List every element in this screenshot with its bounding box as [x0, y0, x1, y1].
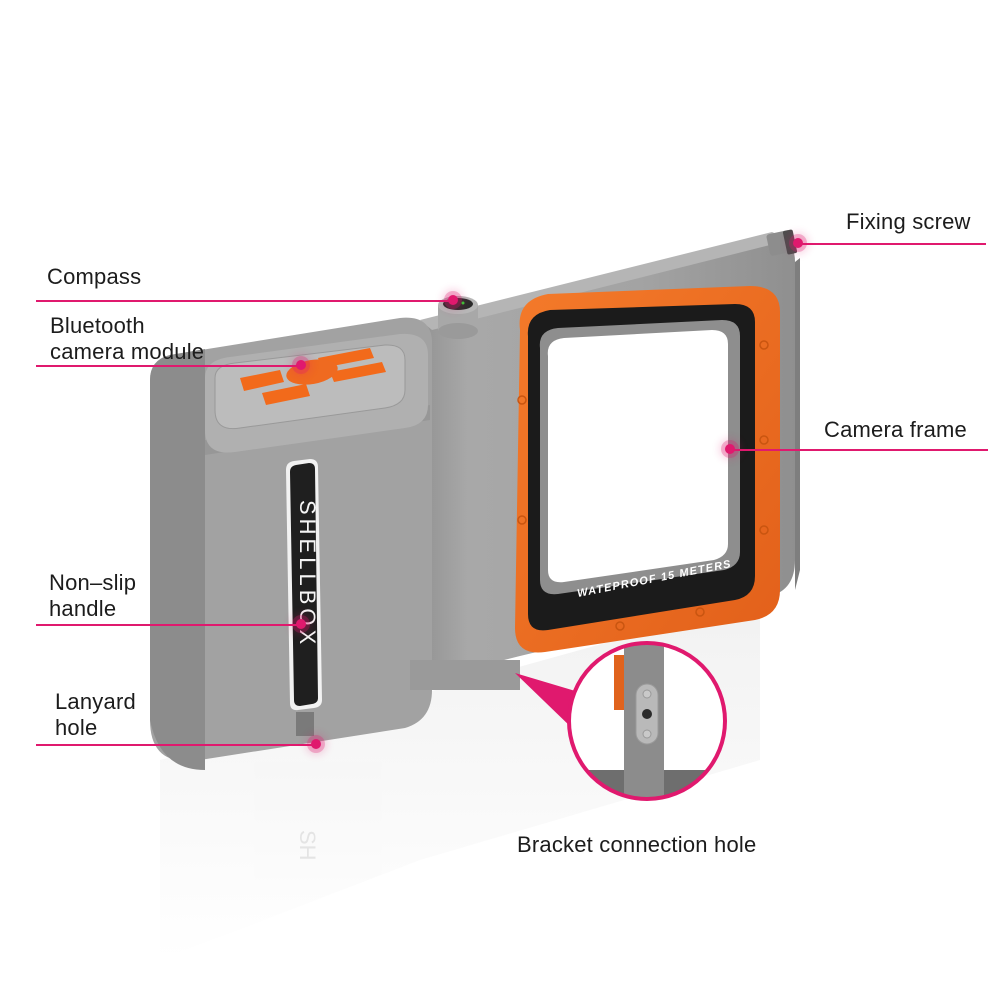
camera-frame-leader-line — [730, 449, 988, 451]
non-slip-handle-leader-line — [36, 624, 301, 626]
camera-frame-marker — [725, 444, 735, 454]
compass-marker — [448, 295, 458, 305]
bluetooth-label: Bluetooth camera module — [50, 313, 204, 365]
fixing-screw-leader-line — [798, 243, 986, 245]
lanyard-hole-leader-line — [36, 744, 316, 746]
fixing-screw-marker — [793, 238, 803, 248]
lanyard-hole-label-line1: Lanyard — [55, 689, 136, 714]
lanyard-hole-label: Lanyard hole — [55, 689, 136, 741]
compass-label: Compass — [47, 264, 142, 289]
bracket-connection-hole-label: Bracket connection hole — [517, 832, 757, 857]
non-slip-handle-label-line1: Non–slip — [49, 570, 137, 595]
non-slip-handle-label: Non–slip handle — [49, 570, 136, 622]
lanyard-hole-marker — [311, 739, 321, 749]
bluetooth-marker — [296, 360, 306, 370]
lanyard-hole-label-line2: hole — [55, 715, 98, 740]
bluetooth-label-line2: camera module — [50, 339, 205, 364]
non-slip-handle-label-line2: handle — [49, 596, 117, 621]
bluetooth-label-line1: Bluetooth — [50, 313, 145, 338]
bracket-magnifier — [569, 643, 725, 799]
compass-leader-line — [36, 300, 454, 302]
compass-dial — [438, 296, 478, 339]
camera-frame-label: Camera frame — [824, 417, 967, 442]
fixing-screw-knob — [766, 229, 798, 256]
shellbox-badge: SHELLBOX — [286, 459, 322, 736]
magnifier-pointer — [515, 673, 582, 730]
bluetooth-leader-line — [36, 365, 301, 367]
svg-text:SH: SH — [295, 830, 320, 861]
fixing-screw-label: Fixing screw — [846, 209, 971, 234]
non-slip-handle-marker — [296, 619, 306, 629]
